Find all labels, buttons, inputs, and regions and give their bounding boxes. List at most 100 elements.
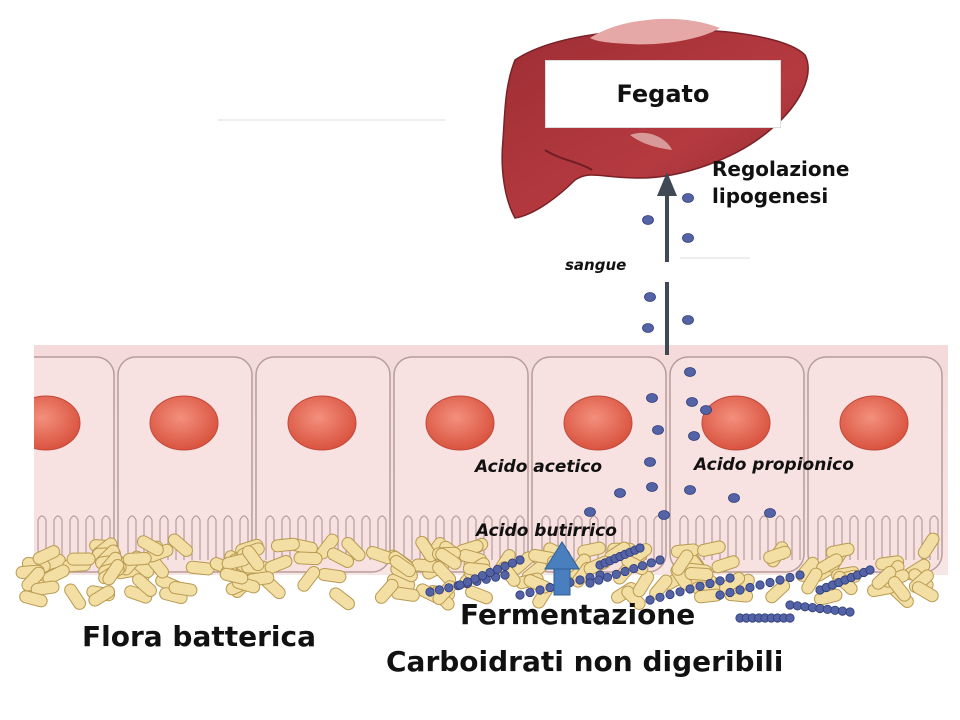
nucleus	[563, 395, 633, 451]
scfa-dot	[728, 493, 740, 503]
sugar-bead	[715, 590, 725, 600]
bacterium-body	[293, 551, 323, 566]
sugar-bead	[525, 587, 535, 598]
bacterium	[88, 585, 116, 607]
nucleus	[839, 395, 909, 451]
scfa-dot	[688, 431, 700, 441]
bacterium	[577, 541, 606, 558]
scfa-dot	[584, 507, 596, 517]
bacterium	[42, 564, 70, 585]
bacterium-body	[64, 583, 87, 610]
lipogenesis-regulation-label: Regolazione lipogenesi	[712, 157, 850, 208]
sugar-bead	[685, 584, 695, 594]
bacterium-body	[684, 567, 714, 581]
nucleus	[701, 395, 771, 451]
microvillus	[727, 515, 737, 560]
bacterium	[122, 551, 152, 566]
bacterium-body	[219, 567, 249, 585]
sugar-bead	[705, 578, 715, 589]
bacterium-body	[763, 545, 792, 564]
epithelial-cell	[807, 356, 943, 573]
sugar-bead	[575, 575, 585, 585]
bacterium	[765, 579, 791, 604]
edge-mask	[948, 340, 960, 580]
carbohydrate-chain	[815, 565, 875, 595]
sugar-bead	[655, 592, 665, 602]
bacterium	[887, 576, 911, 602]
bacterium-body	[326, 547, 355, 568]
propionic-acid-label: Acido propionico	[694, 455, 854, 475]
sugar-bead	[715, 576, 725, 586]
fermentation-label: Fermentazione	[460, 598, 696, 631]
bacterium-body	[711, 555, 740, 574]
microvillus	[515, 515, 525, 560]
sugar-bead	[620, 566, 630, 577]
carbohydrate-chain	[715, 570, 805, 600]
scfa-dot	[682, 193, 694, 203]
bacterium-body	[88, 585, 116, 607]
bacterium-body	[697, 540, 726, 557]
scfa-molecules	[584, 193, 776, 520]
microvillus	[403, 515, 413, 560]
microvillus	[897, 515, 907, 560]
bacterium-body	[415, 535, 438, 563]
bacterium-body	[435, 547, 462, 570]
bacterium	[389, 555, 416, 578]
carbohydrate-chains	[425, 543, 875, 623]
bacterium	[711, 555, 740, 574]
bacterial-flora-label: Flora batterica	[82, 620, 317, 653]
bacterium-body	[168, 581, 198, 597]
carbohydrate-chain	[645, 573, 735, 605]
bacterium	[435, 547, 462, 570]
carbohydrate-chain	[735, 613, 795, 623]
sugar-bead	[515, 555, 525, 565]
bacterium-body	[122, 551, 152, 566]
bacterium-body	[374, 578, 399, 604]
scfa-dot	[682, 315, 694, 325]
sugar-bead	[611, 569, 621, 580]
microvillus	[223, 515, 233, 560]
bacterium	[168, 581, 198, 597]
scfa-dot	[644, 292, 656, 302]
bacterium	[297, 566, 321, 592]
microvillus	[69, 515, 79, 560]
bacterium	[264, 554, 293, 574]
butyric-acid-label: Acido butirrico	[476, 521, 617, 541]
microvillus	[791, 515, 801, 560]
scfa-dot	[646, 393, 658, 403]
sugar-bead	[646, 558, 656, 568]
scfa-dot	[686, 397, 698, 407]
sugar-bead	[655, 555, 665, 565]
scfa-dot	[684, 367, 696, 377]
edge-mask	[0, 340, 34, 580]
sugar-bead	[765, 577, 775, 588]
bacterium-body	[136, 535, 164, 557]
microvillus	[865, 515, 875, 560]
sugar-bead	[725, 587, 735, 598]
nucleus	[149, 395, 219, 451]
scfa-dot	[614, 488, 626, 498]
bacterium-body	[167, 533, 193, 557]
sugar-bead	[800, 602, 810, 612]
bacterium-body	[632, 570, 655, 598]
blood-label: sangue	[565, 256, 627, 274]
microvillus	[743, 515, 753, 560]
bacterium	[415, 535, 438, 563]
bacterium-body	[917, 532, 940, 560]
bacterium	[671, 549, 694, 576]
microvillus	[499, 515, 509, 560]
sugar-bead	[515, 590, 525, 600]
bacterium-body	[911, 581, 939, 603]
sugar-bead	[425, 587, 435, 597]
sugar-bead	[629, 563, 639, 574]
scfa-dot	[642, 323, 654, 333]
sugar-bead	[735, 585, 745, 595]
scfa-dot	[642, 215, 654, 225]
bacterium	[66, 552, 96, 566]
carbohydrate-chain	[595, 543, 645, 570]
microvillus	[881, 515, 891, 560]
bacterium-body	[671, 549, 694, 576]
sugar-bead	[725, 573, 735, 583]
bacterium-body	[42, 564, 70, 585]
bacterium	[911, 581, 939, 603]
